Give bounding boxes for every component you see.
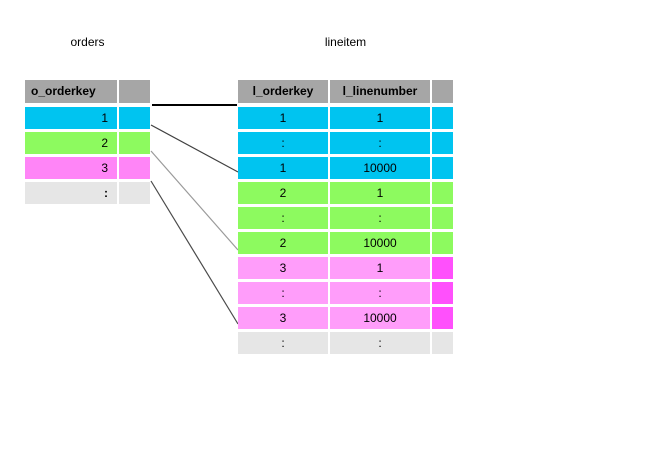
lineitem-cell-2-0: 1: [238, 157, 328, 179]
orders-row-0: 1: [25, 107, 150, 129]
lineitem-cell-7-1: :: [330, 282, 430, 304]
lineitem-cell-5-1: 10000: [330, 232, 430, 254]
lineitem-cell-0-0: 1: [238, 107, 328, 129]
lineitem-cell-5-2: [432, 232, 453, 254]
lineitem-cell-3-0: 2: [238, 182, 328, 204]
lineitem-cell-1-1: :: [330, 132, 430, 154]
lineitem-row-7: ::: [238, 282, 453, 304]
orders-header-row: o_orderkey: [25, 80, 150, 103]
lineitem-cell-8-2: [432, 307, 453, 329]
lineitem-row-9: ::: [238, 332, 453, 354]
lineitem-cell-1-0: :: [238, 132, 328, 154]
lineitem-cell-4-0: :: [238, 207, 328, 229]
lineitem-cell-9-0: :: [238, 332, 328, 354]
order-3-join-line: [150, 180, 239, 325]
lineitem-cell-4-2: [432, 207, 453, 229]
lineitem-cell-6-0: 3: [238, 257, 328, 279]
orders-row-2: 3: [25, 157, 150, 179]
lineitem-cell-7-2: [432, 282, 453, 304]
orders-cell-3-1: [119, 182, 150, 204]
order-2-join-line: [150, 150, 239, 251]
orders-cell-3-0: :: [25, 182, 117, 204]
lineitem-row-4: ::: [238, 207, 453, 229]
order-1-join-line: [150, 124, 239, 173]
orders-cell-0-1: [119, 107, 150, 129]
lineitem-cell-2-1: 10000: [330, 157, 430, 179]
lineitem-row-1: ::: [238, 132, 453, 154]
orders-row-3: :: [25, 182, 150, 204]
lineitem-cell-5-0: 2: [238, 232, 328, 254]
lineitem-cell-0-2: [432, 107, 453, 129]
lineitem-cell-7-0: :: [238, 282, 328, 304]
lineitem-cell-1-2: [432, 132, 453, 154]
orders-cell-1-1: [119, 132, 150, 154]
lineitem-header-l-orderkey: l_orderkey: [238, 80, 328, 103]
lineitem-cell-6-2: [432, 257, 453, 279]
orders-cell-2-1: [119, 157, 150, 179]
lineitem-cell-9-2: [432, 332, 453, 354]
lineitem-cell-2-2: [432, 157, 453, 179]
lineitem-cell-9-1: :: [330, 332, 430, 354]
orders-cell-1-0: 2: [25, 132, 117, 154]
orders-row-1: 2: [25, 132, 150, 154]
lineitem-cell-0-1: 1: [330, 107, 430, 129]
orders-cell-0-0: 1: [25, 107, 117, 129]
lineitem-header-l-linenumber: l_linenumber: [330, 80, 430, 103]
lineitem-cell-3-1: 1: [330, 182, 430, 204]
lineitem-header-row: l_orderkey l_linenumber: [238, 80, 453, 103]
lineitem-cell-3-2: [432, 182, 453, 204]
lineitem-cell-8-1: 10000: [330, 307, 430, 329]
orders-header-o-orderkey: o_orderkey: [25, 80, 117, 103]
lineitem-header-spacer: [432, 80, 453, 103]
lineitem-cell-8-0: 3: [238, 307, 328, 329]
lineitem-table-title: lineitem: [324, 35, 367, 49]
lineitem-cell-6-1: 1: [330, 257, 430, 279]
orders-header-spacer: [119, 80, 150, 103]
orders-table-rows: 1 2 3:: [25, 107, 150, 204]
lineitem-cell-4-1: :: [330, 207, 430, 229]
orders-table: o_orderkey 1 2 3:: [25, 80, 150, 207]
orders-table-title: orders: [70, 35, 105, 49]
orders-cell-2-0: 3: [25, 157, 117, 179]
